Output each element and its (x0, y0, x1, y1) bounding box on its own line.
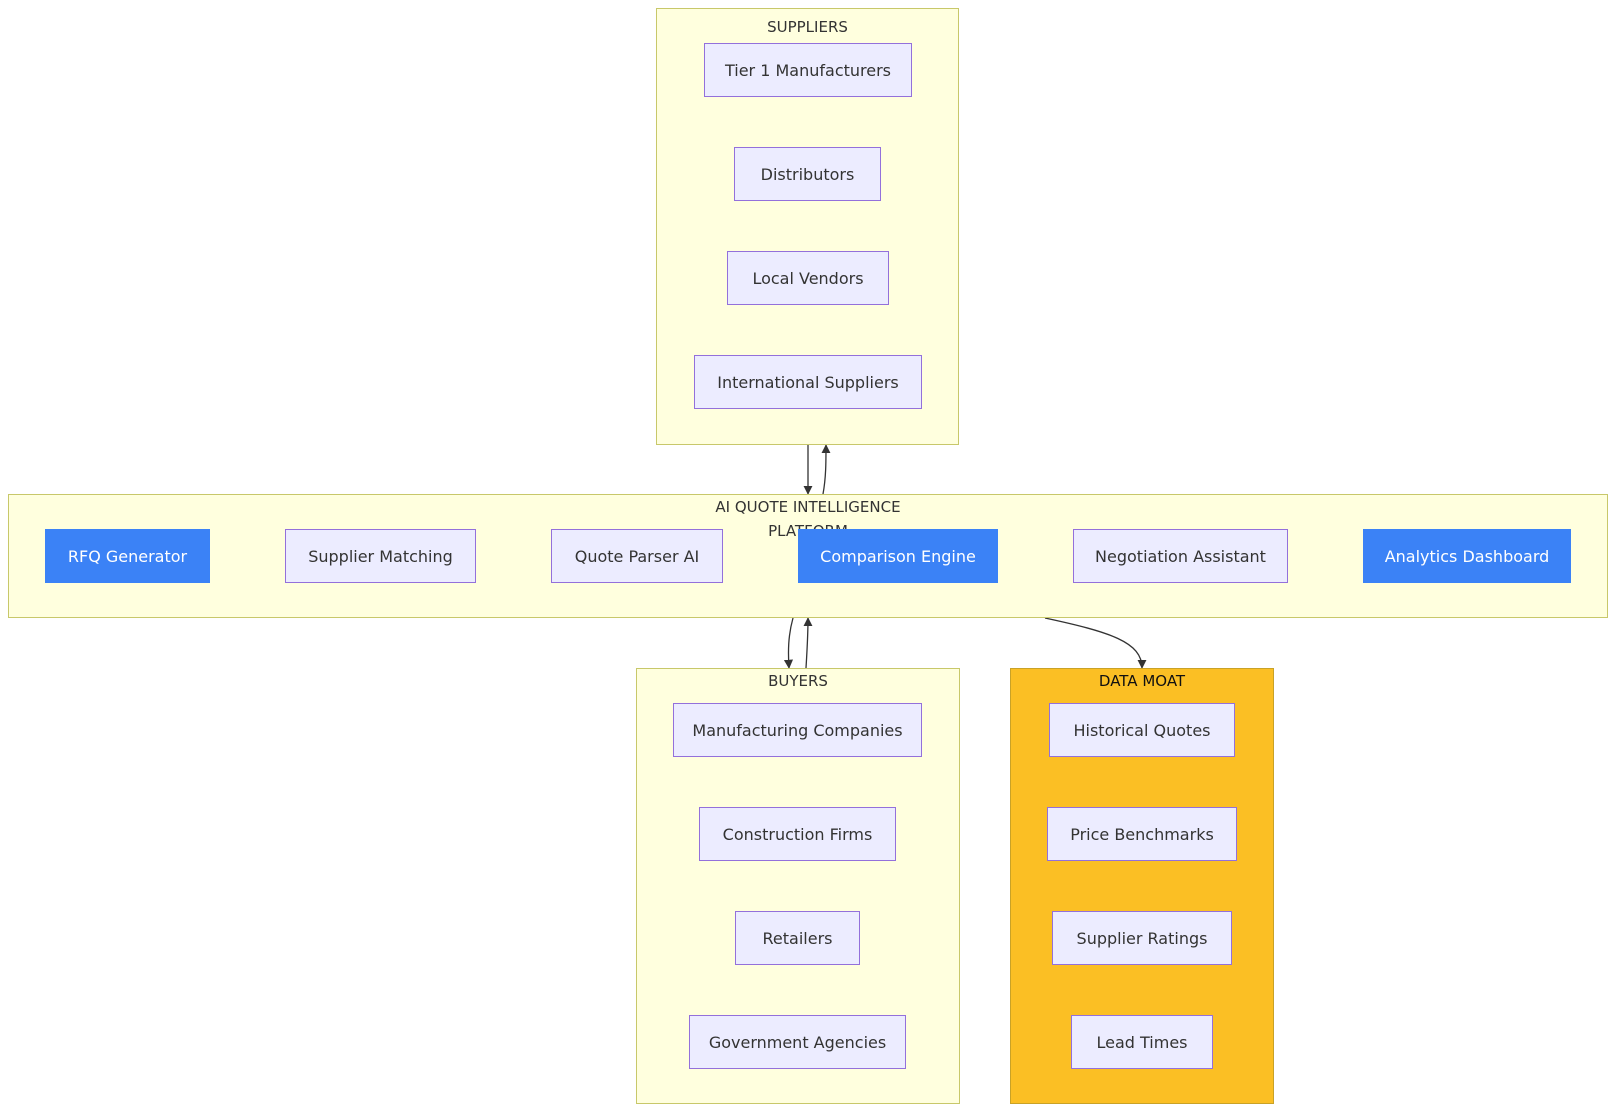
node-supplier-matching[interactable]: Supplier Matching (285, 529, 476, 583)
edge-buyers-to-platform (803, 617, 813, 669)
node-analytics-dashboard[interactable]: Analytics Dashboard (1363, 529, 1571, 583)
node-government-agencies[interactable]: Government Agencies (689, 1015, 906, 1069)
edge-platform-to-buyers (783, 617, 794, 669)
platform-title-line1: AI QUOTE INTELLIGENCE (715, 498, 901, 516)
node-distributors[interactable]: Distributors (734, 147, 881, 201)
edge-platform-to-suppliers (821, 444, 831, 495)
node-local-vendors[interactable]: Local Vendors (727, 251, 889, 305)
buyers-title: BUYERS (768, 672, 828, 690)
node-lead-times[interactable]: Lead Times (1071, 1015, 1213, 1069)
node-retailers[interactable]: Retailers (735, 911, 860, 965)
node-comparison-engine[interactable]: Comparison Engine (798, 529, 998, 583)
node-supplier-ratings[interactable]: Supplier Ratings (1052, 911, 1232, 965)
node-tier1-manufacturers[interactable]: Tier 1 Manufacturers (704, 43, 912, 97)
data-moat-title: DATA MOAT (1098, 672, 1186, 690)
node-rfq-generator[interactable]: RFQ Generator (45, 529, 210, 583)
node-quote-parser-ai[interactable]: Quote Parser AI (551, 529, 723, 583)
node-international-suppliers[interactable]: International Suppliers (694, 355, 922, 409)
node-historical-quotes[interactable]: Historical Quotes (1049, 703, 1235, 757)
node-manufacturing-companies[interactable]: Manufacturing Companies (673, 703, 922, 757)
node-negotiation-assistant[interactable]: Negotiation Assistant (1073, 529, 1288, 583)
node-construction-firms[interactable]: Construction Firms (699, 807, 896, 861)
node-price-benchmarks[interactable]: Price Benchmarks (1047, 807, 1237, 861)
edge-platform-to-data-moat (1044, 617, 1147, 669)
suppliers-title: SUPPLIERS (767, 18, 848, 36)
